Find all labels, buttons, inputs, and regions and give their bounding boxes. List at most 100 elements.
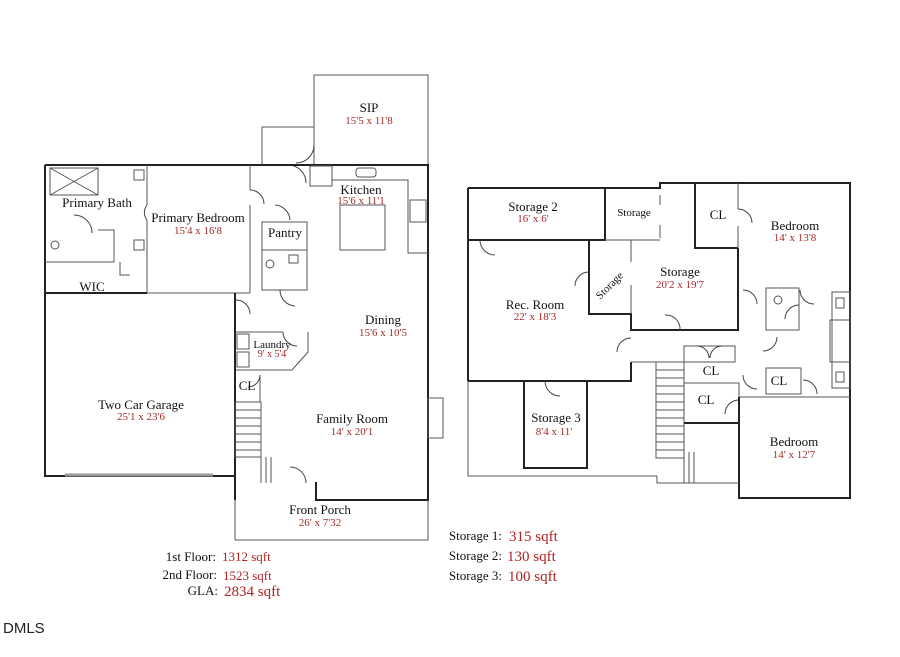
room-dims-front-porch: 26' x 7'32 — [299, 517, 341, 529]
closet-a-outline — [683, 345, 736, 363]
room-label-storage-main: Storage — [660, 264, 700, 279]
pantry-outline — [261, 221, 308, 291]
door-arc-icon — [724, 399, 740, 415]
room-label-primary-bath: Primary Bath — [62, 195, 132, 210]
dmls-logo: DMLS — [3, 620, 45, 637]
door-arc-icon — [784, 304, 800, 320]
fireplace-icon — [427, 397, 444, 439]
room-label-closet-b: CL — [698, 392, 715, 407]
summary-label-storage-2: Storage 2: — [449, 548, 502, 563]
closet-c-outline — [765, 367, 802, 395]
area-summary: 1st Floor: 1312 sqft 2nd Floor: 1523 sqf… — [162, 528, 558, 600]
door-arc-icon — [762, 336, 778, 352]
stairs-icon — [655, 361, 695, 483]
toilet-room-outline — [765, 287, 800, 331]
room-label-laundry: Laundry — [253, 339, 291, 351]
room-label-storage-3: Storage 3 — [531, 410, 580, 425]
door-arc-icon — [616, 337, 632, 353]
door-arc-icon — [143, 204, 148, 221]
summary-value-storage-2: 130 sqft — [507, 549, 557, 565]
summary-value-storage-1: 315 sqft — [509, 529, 559, 545]
door-arc-icon — [247, 374, 261, 388]
porch-outline — [235, 500, 429, 541]
room-label-storage-diag: Storage — [594, 270, 626, 302]
room-label-front-porch: Front Porch — [289, 502, 351, 517]
door-arc-icon — [279, 289, 296, 307]
toilet-icon — [50, 240, 60, 250]
room-label-kitchen: Kitchen — [340, 182, 382, 197]
summary-label-storage-3: Storage 3: — [449, 568, 502, 583]
shower-icon — [49, 167, 99, 196]
kitchen-island — [339, 204, 386, 251]
room-label-storage-2: Storage 2 — [508, 199, 557, 214]
sink-icon — [288, 254, 299, 264]
sink-icon — [133, 239, 145, 251]
laundry-wall — [236, 332, 309, 371]
sink-icon — [133, 169, 145, 181]
door-arc-icon — [664, 314, 681, 331]
room-label-pantry: Pantry — [268, 225, 302, 240]
room-label-closet: CL — [239, 378, 256, 393]
room-label-closet-c: CL — [771, 373, 788, 388]
room-label-sip: SIP — [360, 100, 379, 115]
door-arc-icon — [544, 380, 561, 397]
wic-wall — [119, 262, 130, 276]
summary-value-storage-3: 100 sqft — [508, 569, 558, 585]
room-label-closet-top: CL — [710, 207, 727, 222]
room-dims-storage-3: 8'4 x 11' — [536, 426, 573, 438]
door-arc-icon — [799, 289, 815, 305]
dryer-icon — [236, 351, 250, 368]
second-floor-exterior-wall — [468, 182, 851, 499]
storage-main-wall — [588, 240, 739, 331]
room-label-storage-small: Storage — [617, 207, 651, 219]
room-label-bedroom-2: Bedroom — [770, 434, 818, 449]
door-arc-icon — [696, 345, 710, 359]
sink-icon — [835, 371, 845, 383]
kitchen-sink-icon — [355, 167, 377, 178]
room-dims-sip: 15'5 x 11'8 — [345, 115, 393, 127]
stairs-icon — [234, 401, 272, 483]
first-floor-plan: SIP 15'5 x 11'8 Kitchen 15'6 x 11'1 Prim… — [44, 74, 444, 541]
bathtub-icon — [829, 319, 851, 363]
closet-top-wall — [694, 183, 738, 249]
door-arc-icon — [737, 208, 753, 224]
stove-icon — [409, 199, 427, 223]
door-arc-icon — [73, 214, 93, 234]
room-dims-storage-main: 20'2 x 19'7 — [656, 279, 704, 291]
door-arc-icon — [235, 299, 251, 315]
room-dims-garage: 25'1 x 23'6 — [117, 411, 165, 423]
summary-label-first-floor: 1st Floor: — [166, 549, 216, 564]
wic-wall — [45, 229, 115, 263]
summary-label-second-floor: 2nd Floor: — [162, 567, 217, 582]
shower-icon — [49, 167, 99, 196]
door-arc-icon — [295, 144, 315, 164]
room-label-garage: Two Car Garage — [98, 397, 184, 412]
front-door-arc-icon — [289, 466, 307, 484]
door-arc-icon — [742, 289, 758, 305]
room-label-wic: WIC — [79, 279, 104, 294]
summary-value-gla: 2834 sqft — [224, 584, 281, 600]
door-arc-icon — [249, 189, 265, 205]
door-arc-icon — [709, 345, 723, 359]
sink-icon — [835, 297, 845, 309]
room-label-bedroom-1: Bedroom — [771, 218, 819, 233]
room-label-closet-a: CL — [703, 363, 720, 378]
attic-outline — [467, 381, 657, 477]
stair-landing-outline — [656, 476, 739, 484]
toilet-icon — [773, 295, 783, 305]
washer-icon — [236, 333, 250, 350]
room-dims-laundry: 9' x 5'4 — [258, 349, 287, 360]
door-arc-icon — [282, 331, 298, 347]
door-arc-icon — [479, 239, 496, 256]
storage-3-outline — [523, 381, 588, 469]
summary-label-storage-1: Storage 1: — [449, 528, 502, 543]
room-dims-family-room: 14' x 20'1 — [331, 426, 373, 438]
second-floor-plan: Storage 2 16' x 6' Storage CL Bedroom 14… — [467, 182, 851, 499]
room-dims-storage-2: 16' x 6' — [517, 213, 548, 225]
room-dims-dining: 15'6 x 10'5 — [359, 327, 407, 339]
room-dims-kitchen: 15'6 x 11'1 — [337, 195, 385, 207]
door-arc-icon — [274, 204, 291, 221]
room-dims-rec-room: 22' x 18'3 — [514, 311, 557, 323]
room-label-primary-bedroom: Primary Bedroom — [151, 210, 245, 225]
